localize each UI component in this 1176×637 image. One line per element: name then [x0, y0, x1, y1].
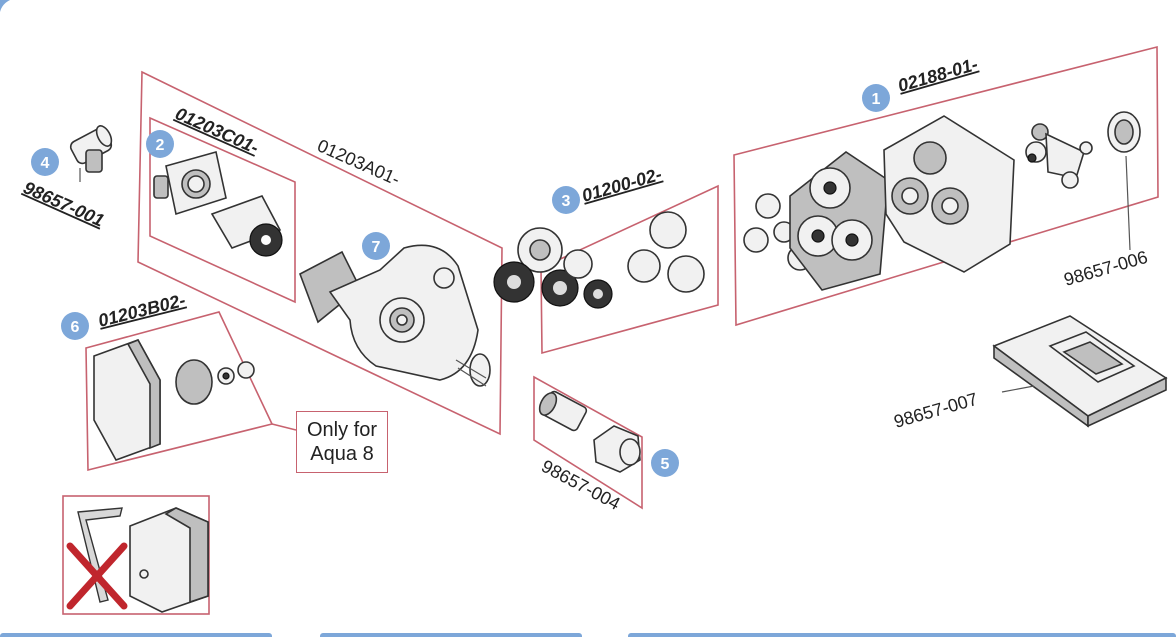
svg-text:3: 3: [562, 193, 571, 210]
kit-3-parts: [493, 211, 705, 309]
hex-key-icon: [77, 507, 123, 603]
part-5-parts: [538, 390, 641, 473]
part-number-98657-006: 98657-006: [1062, 247, 1150, 290]
badge-7: 7: [362, 232, 390, 260]
svg-text:2: 2: [156, 137, 165, 154]
part-98657-007-mount: [992, 315, 1168, 428]
note-line-2: Aqua 8: [310, 443, 374, 465]
badge-1: 1: [862, 84, 890, 112]
svg-text:6: 6: [71, 319, 80, 336]
badge-2: 2: [146, 130, 174, 158]
svg-text:1: 1: [872, 91, 881, 108]
kit-1-box: [733, 45, 1159, 327]
part-number-02188-01: 02188-01-: [896, 54, 980, 96]
part-number-98657-001: 98657-001: [20, 177, 107, 230]
bottom-tab-2[interactable]: [320, 633, 582, 637]
aqua-8-note: Only for Aqua 8: [296, 411, 388, 473]
warning-panel: [66, 507, 209, 613]
svg-text:4: 4: [41, 155, 50, 172]
svg-text:5: 5: [661, 456, 670, 473]
part-number-98657-007: 98657-007: [892, 389, 980, 432]
part-7-housing: [299, 244, 491, 387]
corner-accent: [0, 0, 10, 12]
kit-3-box: [540, 184, 719, 355]
kit-6-parts: [93, 338, 255, 461]
kit-2-parts: [153, 151, 283, 257]
bottom-tab-3[interactable]: [628, 633, 1176, 637]
badge-3: 3: [552, 186, 580, 214]
badge-4: 4: [31, 148, 59, 176]
part-number-01203c01: 01203C01-: [172, 103, 262, 158]
bottom-tab-1[interactable]: [0, 633, 272, 637]
cross-icon: [66, 542, 128, 610]
note-line-1: Only for: [306, 419, 378, 441]
housing-kit-box: [137, 70, 503, 436]
part-number-01200-02: 01200-02-: [580, 164, 664, 206]
part-4-fitting: [69, 125, 113, 182]
kit-5-box: [533, 375, 643, 510]
warning-box: [62, 495, 210, 615]
kit-2-box: [149, 116, 296, 304]
badge-5: 5: [651, 449, 679, 477]
svg-text:7: 7: [372, 239, 381, 256]
badge-6: 6: [61, 312, 89, 340]
kit-1-parts: [743, 111, 1141, 291]
note-connector: [271, 423, 297, 431]
